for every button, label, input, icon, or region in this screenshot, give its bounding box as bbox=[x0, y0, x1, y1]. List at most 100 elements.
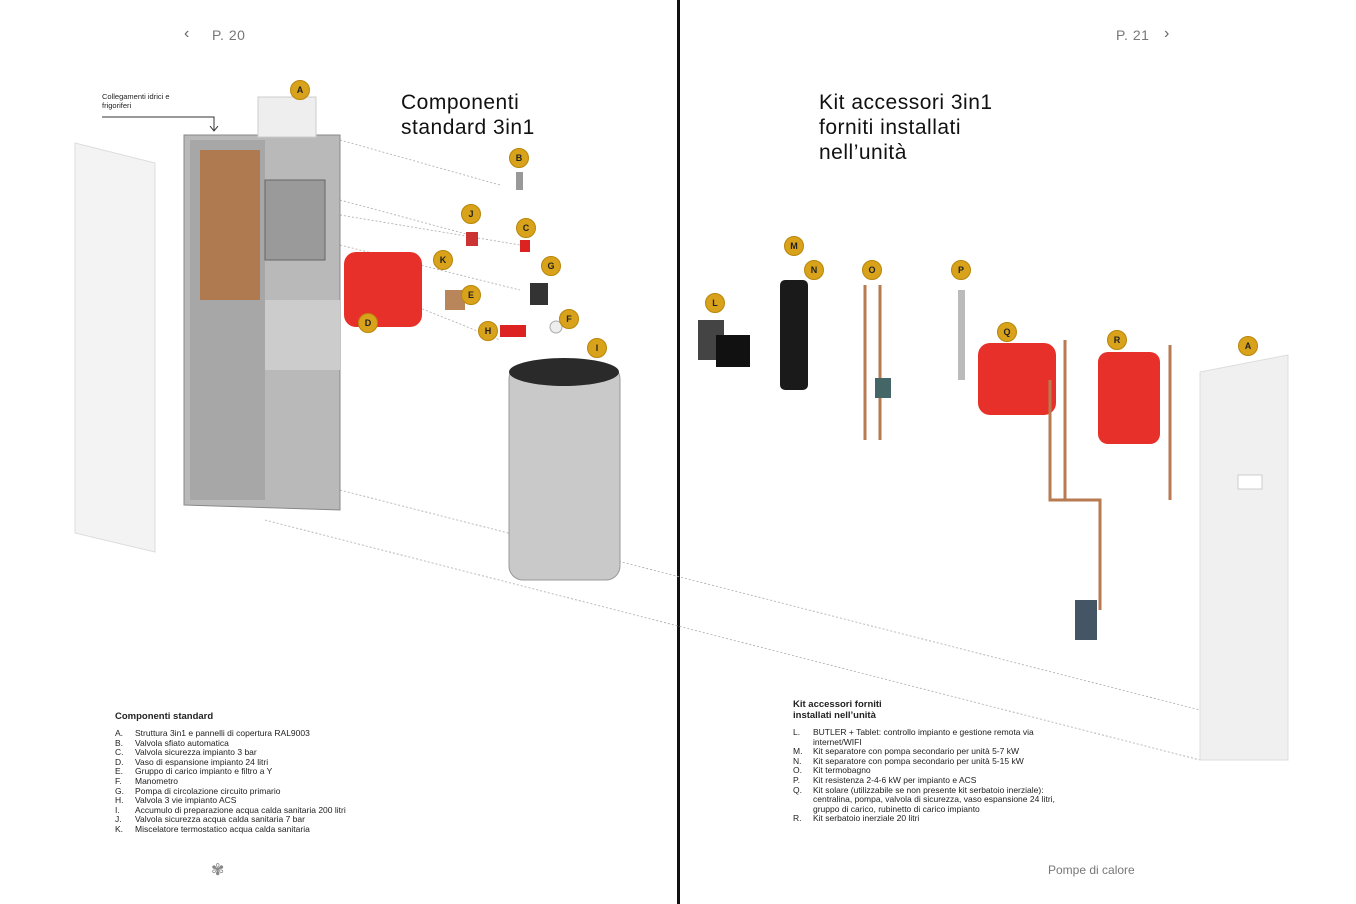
marker-K: K bbox=[433, 250, 453, 270]
legend-text: Manometro bbox=[135, 775, 178, 786]
legend-key: B. bbox=[115, 737, 124, 748]
marker-A: A bbox=[290, 80, 310, 100]
legend-left: Componenti standard A. Struttura 3in1 e p… bbox=[115, 711, 415, 835]
legend-title-line: installati nell’unità bbox=[793, 710, 876, 721]
legend-item: Q. Kit solare (utilizzabile se non presen… bbox=[793, 784, 1055, 815]
right-page-title: Kit accessori 3in1 forniti installati ne… bbox=[819, 90, 993, 165]
title-line: forniti installati bbox=[819, 116, 962, 139]
leader-lines bbox=[264, 139, 1201, 761]
title-line: standard 3in1 bbox=[401, 116, 535, 139]
marker-E: E bbox=[461, 285, 481, 305]
page-number-right: P. 21 bbox=[1116, 27, 1150, 43]
legend-text: Valvola 3 vie impianto ACS bbox=[135, 795, 237, 806]
legend-key: C. bbox=[115, 747, 124, 758]
legend-item: I. Accumulo di preparazione acqua calda s… bbox=[115, 804, 415, 816]
legend-key: G. bbox=[115, 785, 124, 796]
marker-G: G bbox=[541, 256, 561, 276]
legend-key: E. bbox=[115, 766, 124, 777]
marker-I: I bbox=[587, 338, 607, 358]
legend-item: O. Kit termobagno bbox=[793, 766, 1055, 776]
legend-text: Pompa di circolazione circuito primario bbox=[135, 785, 281, 796]
marker-F: F bbox=[559, 309, 579, 329]
legend-key: Q. bbox=[793, 784, 802, 795]
legend-item: P. Kit resistenza 2-4-6 kW per impianto e… bbox=[793, 774, 1055, 786]
legend-key: R. bbox=[793, 813, 802, 824]
legend-text: Miscelatore termostatico acqua calda san… bbox=[135, 823, 310, 834]
title-line: nell’unità bbox=[819, 141, 907, 164]
legend-text: Kit termobagno bbox=[813, 765, 871, 776]
legend-item: A. Struttura 3in1 e pannelli di copertura… bbox=[115, 728, 415, 739]
legend-key: D. bbox=[115, 756, 124, 767]
legend-text: Valvola sfiato automatica bbox=[135, 737, 229, 748]
marker-R: R bbox=[1107, 330, 1127, 350]
marker-P: P bbox=[951, 260, 971, 280]
marker-H: H bbox=[478, 321, 498, 341]
legend-key: N. bbox=[793, 755, 802, 766]
page-number-left: P. 20 bbox=[212, 27, 246, 43]
legend-key: A. bbox=[115, 728, 124, 738]
brand-logo-icon: ✾ bbox=[211, 862, 225, 879]
legend-key: J. bbox=[115, 814, 122, 825]
legend-key: O. bbox=[793, 765, 802, 776]
chevron-left-icon[interactable]: ‹ bbox=[184, 25, 190, 42]
legend-item: B. Valvola sfiato automatica bbox=[115, 737, 415, 749]
marker-B: B bbox=[509, 148, 529, 168]
legend-text: Kit serbatoio inerziale 20 litri bbox=[813, 813, 920, 824]
separator bbox=[780, 280, 808, 390]
legend-text: Kit resistenza 2-4-6 kW per impianto e A… bbox=[813, 774, 977, 785]
legend-title: Componenti standard bbox=[115, 711, 214, 722]
legend-item: J. Valvola sicurezza acqua calda sanitari… bbox=[115, 815, 415, 825]
legend-key: P. bbox=[793, 774, 800, 785]
buffer-tank bbox=[1098, 352, 1160, 444]
marker-L: L bbox=[705, 293, 725, 313]
marker-M: M bbox=[784, 236, 804, 256]
legend-text: Kit separatore con pompa secondario per … bbox=[813, 746, 1020, 757]
legend-item: E.Gruppo di carico impianto e filtro a Y bbox=[115, 767, 415, 777]
solar-kit-vessel bbox=[978, 343, 1056, 415]
chevron-right-icon[interactable]: › bbox=[1164, 25, 1170, 42]
legend-item: N. Kit separatore con pompa secondario pe… bbox=[793, 755, 1055, 767]
left-page-title: Componenti standard 3in1 bbox=[401, 90, 535, 140]
legend-item: M. Kit separatore con pompa secondario pe… bbox=[793, 747, 1055, 757]
marker-D: D bbox=[358, 313, 378, 333]
legend-key: H. bbox=[115, 795, 124, 806]
legend-text: Kit solare (utilizzabile se non presente… bbox=[813, 784, 1055, 814]
legend-text: Valvola sicurezza impianto 3 bar bbox=[135, 747, 257, 758]
title-line: Kit accessori 3in1 bbox=[819, 91, 993, 114]
marker-Q: Q bbox=[997, 322, 1017, 342]
legend-title-line: Kit accessori forniti bbox=[793, 699, 882, 710]
expansion-vessel bbox=[344, 252, 422, 327]
legend-item: D.Vaso di espansione impianto 24 litri bbox=[115, 756, 415, 768]
legend-text: Kit separatore con pompa secondario per … bbox=[813, 755, 1024, 766]
legend-item: H. Valvola 3 vie impianto ACS bbox=[115, 796, 415, 806]
legend-text: Struttura 3in1 e pannelli di copertura R… bbox=[135, 728, 310, 738]
marker-J: J bbox=[461, 204, 481, 224]
legend-key: F. bbox=[115, 775, 122, 786]
legend-key: M. bbox=[793, 746, 803, 757]
marker-A-right: A bbox=[1238, 336, 1258, 356]
marker-C: C bbox=[516, 218, 536, 238]
legend-item: K. Miscelatore termostatico acqua calda s… bbox=[115, 823, 415, 835]
legend-key: I. bbox=[115, 804, 120, 815]
page-divider bbox=[677, 0, 680, 904]
legend-item: L. BUTLER + Tablet: controllo impianto e … bbox=[793, 727, 1055, 747]
legend-item: F. Manometro bbox=[115, 775, 415, 787]
legend-item: G. Pompa di circolazione circuito primari… bbox=[115, 785, 415, 797]
legend-item: C. Valvola sicurezza impianto 3 bar bbox=[115, 748, 415, 758]
marker-N: N bbox=[804, 260, 824, 280]
legend-key: K. bbox=[115, 823, 124, 834]
footer-section: Pompe di calore bbox=[1048, 863, 1135, 877]
marker-O: O bbox=[862, 260, 882, 280]
side-panel bbox=[74, 142, 156, 553]
dhw-cylinder bbox=[508, 364, 621, 581]
legend-text: Valvola sicurezza acqua calda sanitaria … bbox=[135, 814, 305, 825]
callout-label: Collegamenti idrici e frigoriferi bbox=[102, 92, 170, 110]
title-line: Componenti bbox=[401, 91, 520, 114]
legend-item: R. Kit serbatoio inerziale 20 litri bbox=[793, 814, 1055, 824]
legend-text: Accumulo di preparazione acqua calda san… bbox=[135, 804, 346, 815]
legend-key: L. bbox=[793, 727, 801, 737]
legend-text: BUTLER + Tablet: controllo impianto e ge… bbox=[813, 727, 1034, 747]
